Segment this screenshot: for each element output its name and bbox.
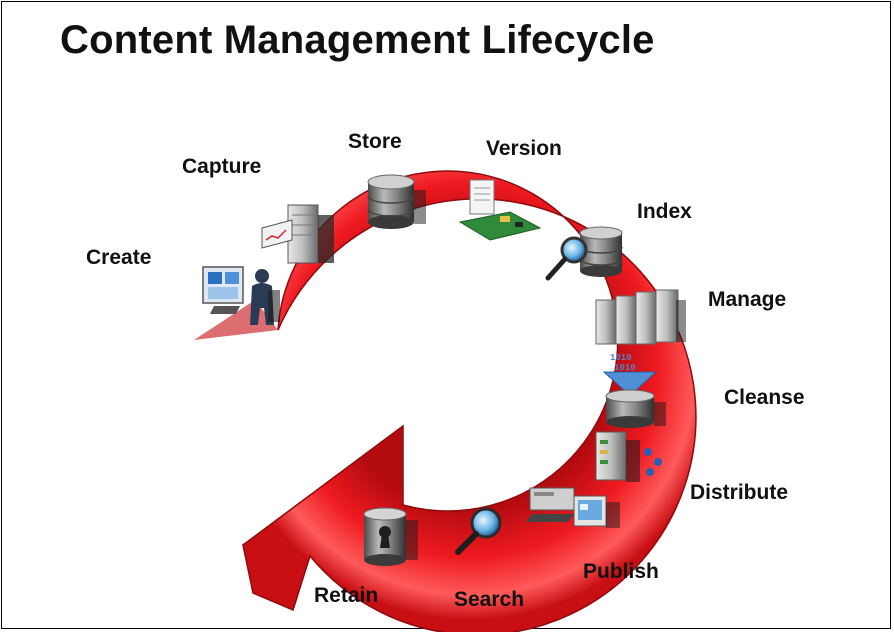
database-magnifier-icon <box>545 226 623 281</box>
svg-text:1010: 1010 <box>610 353 632 363</box>
server-rack-icon <box>595 289 686 345</box>
stage-label-retain: Retain <box>314 584 379 607</box>
stage-label-distribute: Distribute <box>690 481 789 504</box>
stage-label-manage: Manage <box>708 288 787 311</box>
scanner-server-icon <box>261 204 334 264</box>
stage-label-version: Version <box>486 137 562 160</box>
data-filter-database-icon: 1010 1010 <box>602 353 666 428</box>
user-at-workstation-icon <box>202 266 280 325</box>
document-version-icon <box>458 179 542 241</box>
server-network-icon <box>595 431 662 482</box>
stage-label-capture: Capture <box>182 155 262 178</box>
stage-label-cleanse: Cleanse <box>724 386 805 409</box>
stage-label-search: Search <box>454 588 525 611</box>
diagram-title: Content Management Lifecycle <box>60 18 655 62</box>
stage-label-store: Store <box>348 130 402 153</box>
database-icon <box>367 174 426 229</box>
stage-label-create: Create <box>86 246 152 269</box>
computer-workstation-icon <box>526 487 620 528</box>
magnifier-icon <box>455 507 502 555</box>
locked-database-icon <box>363 507 418 566</box>
stage-label-index: Index <box>637 200 692 223</box>
svg-text:1010: 1010 <box>614 363 636 373</box>
stage-label-publish: Publish <box>583 560 659 583</box>
